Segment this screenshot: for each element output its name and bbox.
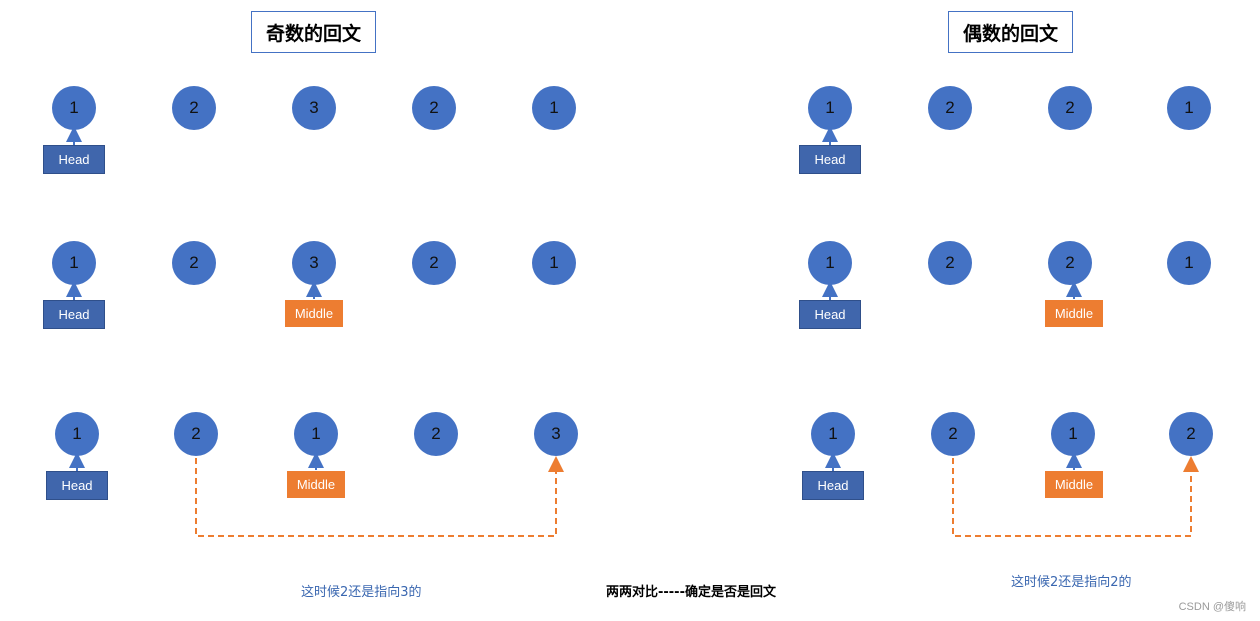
- list-node: 2: [172, 86, 216, 130]
- list-node: 1: [811, 412, 855, 456]
- list-node: 1: [52, 241, 96, 285]
- list-node: 2: [174, 412, 218, 456]
- list-node: 1: [1167, 241, 1211, 285]
- head-label: Head: [799, 300, 861, 329]
- compare-caption: 两两对比-----确定是否是回文: [606, 585, 776, 600]
- list-node: 1: [532, 241, 576, 285]
- list-node: 3: [534, 412, 578, 456]
- list-node: 1: [52, 86, 96, 130]
- middle-label: Middle: [284, 299, 344, 328]
- list-node: 1: [808, 241, 852, 285]
- middle-label: Middle: [1044, 470, 1104, 499]
- middle-label: Middle: [1044, 299, 1104, 328]
- list-node: 1: [1051, 412, 1095, 456]
- list-node: 2: [1169, 412, 1213, 456]
- list-node: 1: [532, 86, 576, 130]
- odd-dashed-connector: [195, 456, 564, 537]
- list-node: 2: [928, 241, 972, 285]
- head-label: Head: [43, 300, 105, 329]
- odd-caption: 这时候2还是指向3的: [301, 585, 422, 600]
- even-palindrome-title: 偶数的回文: [948, 11, 1073, 53]
- head-label: Head: [802, 471, 864, 500]
- list-node: 2: [1048, 86, 1092, 130]
- list-node: 1: [808, 86, 852, 130]
- list-node: 2: [412, 241, 456, 285]
- list-node: 1: [55, 412, 99, 456]
- list-node: 2: [414, 412, 458, 456]
- head-label: Head: [43, 145, 105, 174]
- list-node: 2: [931, 412, 975, 456]
- even-caption: 这时候2还是指向2的: [1011, 575, 1132, 590]
- list-node: 1: [294, 412, 338, 456]
- list-node: 3: [292, 241, 336, 285]
- head-label: Head: [46, 471, 108, 500]
- odd-palindrome-title: 奇数的回文: [251, 11, 376, 53]
- list-node: 2: [928, 86, 972, 130]
- even-dashed-connector: [952, 456, 1199, 537]
- list-node: 2: [172, 241, 216, 285]
- list-node: 3: [292, 86, 336, 130]
- list-node: 1: [1167, 86, 1211, 130]
- list-node: 2: [1048, 241, 1092, 285]
- watermark: CSDN @傻响: [1178, 601, 1246, 613]
- list-node: 2: [412, 86, 456, 130]
- head-label: Head: [799, 145, 861, 174]
- middle-label: Middle: [286, 470, 346, 499]
